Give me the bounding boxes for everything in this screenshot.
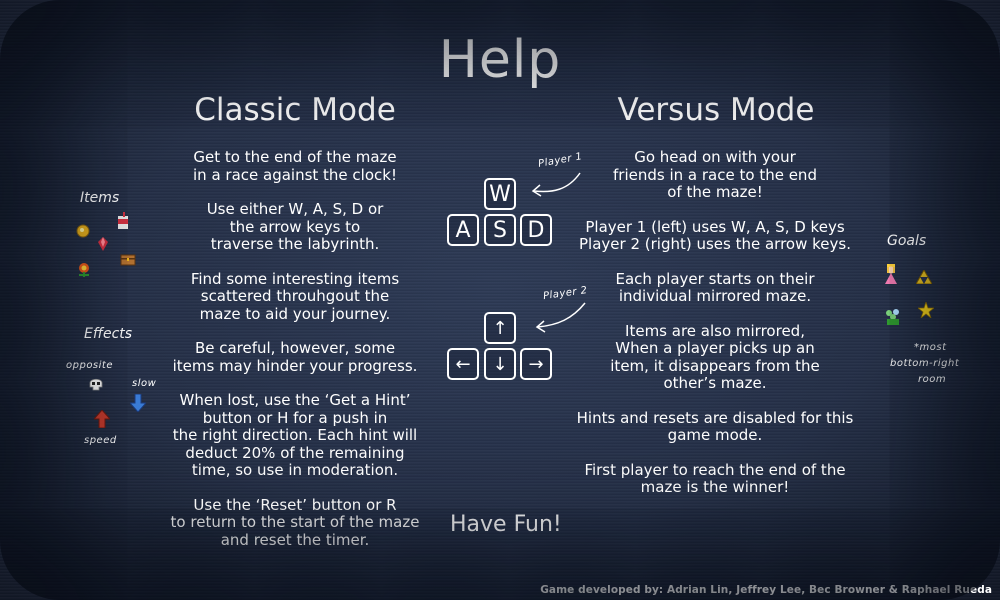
goals-note-line1: *most [914, 342, 947, 353]
versus-mode-instructions: Go head on with your friends in a race t… [565, 148, 865, 497]
star-icon [918, 302, 934, 318]
flower-pot-icon [886, 309, 899, 325]
fire-flower-icon [79, 263, 89, 277]
key-up-arrow: ↑ [484, 312, 516, 344]
classic-paragraph: Be careful, however, some items may hind… [172, 339, 418, 375]
classic-paragraph: Use either W, A, S, D or the arrow keys … [206, 200, 384, 253]
classic-mode-heading: Classic Mode [194, 92, 396, 128]
treasure-chest-icon [120, 254, 136, 266]
slow-label: slow [132, 378, 157, 389]
triforce-icon [916, 270, 932, 284]
player2-pointer-arrow [535, 302, 586, 333]
versus-paragraph: Each player starts on their individual m… [615, 269, 815, 305]
classic-mode-instructions: Get to the end of the maze in a race aga… [155, 148, 435, 549]
have-fun-text: Have Fun! [450, 512, 562, 537]
versus-paragraph: First player to reach the end of the maz… [584, 460, 846, 496]
versus-mode-heading: Versus Mode [617, 92, 815, 128]
key-d: D [520, 214, 552, 246]
princess-icon [885, 264, 897, 284]
speed-label: speed [84, 435, 117, 446]
soda-cup-icon [118, 212, 128, 229]
key-down-arrow: ↓ [484, 348, 516, 380]
gold-coin-icon [76, 224, 90, 238]
goals-note-line3: room [918, 374, 947, 385]
key-left-arrow: ← [447, 348, 479, 380]
classic-paragraph: Use the ‘Reset’ button or R to return to… [170, 495, 420, 549]
versus-paragraph: Go head on with your friends in a race t… [613, 148, 817, 201]
red-gem-icon [98, 237, 108, 251]
key-right-arrow: → [520, 348, 552, 380]
effects-heading: Effects [84, 326, 133, 342]
developer-credits: Game developed by: Adrian Lin, Jeffrey L… [540, 584, 992, 596]
opposite-label: opposite [66, 360, 113, 371]
skull-icon [89, 378, 103, 391]
classic-paragraph: Find some interesting items scattered th… [190, 269, 400, 323]
versus-paragraph: Items are also mirrored, When a player p… [610, 321, 820, 392]
blue-down-arrow-icon [130, 394, 146, 412]
player1-pointer-arrow [531, 172, 581, 197]
items-heading: Items [80, 190, 120, 206]
classic-paragraph: Get to the end of the maze in a race aga… [193, 148, 397, 184]
key-s: S [484, 214, 516, 246]
page-title: Help [438, 30, 562, 90]
red-up-arrow-icon [94, 410, 110, 428]
key-a: A [447, 214, 479, 246]
goals-heading: Goals [887, 233, 927, 249]
versus-paragraph: Player 1 (left) uses W, A, S, D keys Pla… [579, 217, 851, 253]
key-w: W [484, 178, 516, 210]
goals-note-line2: bottom-right [890, 358, 960, 369]
classic-paragraph: When lost, use the ‘Get a Hint’ button o… [172, 391, 418, 479]
versus-paragraph: Hints and resets are disabled for this g… [576, 408, 854, 444]
